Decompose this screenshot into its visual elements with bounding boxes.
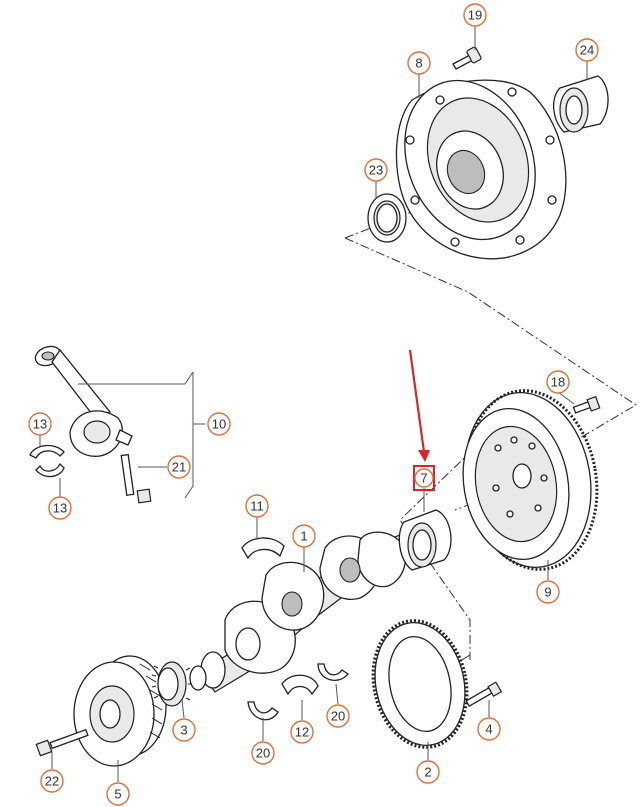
bolt-19 [452,46,482,70]
thrust-washers [247,663,349,721]
svg-text:3: 3 [180,723,187,738]
red-pointer-arrow [408,349,430,462]
svg-text:5: 5 [114,787,121,802]
leader-lines [39,26,588,782]
conrod-bolt-21 [120,453,152,504]
flywheel-bolt-18 [572,395,601,414]
callout-13-bottom[interactable]: 13 [48,496,72,520]
needle-bearing-24 [553,75,609,133]
svg-text:19: 19 [468,8,482,23]
vibration-damper-pulley [73,655,167,767]
callout-9[interactable]: 9 [536,580,560,604]
callout-2[interactable]: 2 [416,760,440,784]
flywheel [462,389,599,571]
pulley-bolt-22 [35,728,89,757]
svg-text:11: 11 [250,499,264,514]
connecting-rod [34,345,133,457]
svg-text:23: 23 [369,163,383,178]
callout-24[interactable]: 24 [575,38,599,62]
callout-12[interactable]: 12 [290,720,314,744]
callout-8[interactable]: 8 [407,51,431,75]
seal-ring-23 [367,193,407,243]
svg-text:1: 1 [300,529,307,544]
main-bearing-shell-11 [241,537,285,560]
callout-19[interactable]: 19 [463,3,487,27]
callout-7-highlighted[interactable]: 7 [413,465,435,491]
svg-text:9: 9 [544,585,551,600]
callout-18[interactable]: 18 [546,370,570,394]
callout-10[interactable]: 10 [207,412,231,436]
callout-21[interactable]: 21 [167,455,191,479]
svg-text:8: 8 [415,56,422,71]
bearing-shells-13 [29,444,65,478]
group-bracket-10 [78,371,205,499]
svg-text:24: 24 [580,43,594,58]
callout-23[interactable]: 23 [364,158,388,182]
svg-text:4: 4 [485,722,492,737]
needle-bearing-7 [398,509,452,571]
svg-text:13: 13 [53,501,67,516]
callout-11[interactable]: 11 [245,494,269,518]
svg-text:22: 22 [45,774,59,789]
crankshaft [189,531,407,693]
svg-text:10: 10 [212,417,226,432]
crank-sprocket-3 [151,661,192,707]
svg-text:2: 2 [424,765,431,780]
callout-3[interactable]: 3 [172,718,196,742]
svg-text:20: 20 [331,709,345,724]
callout-5[interactable]: 5 [106,782,130,806]
callout-4[interactable]: 4 [477,717,501,741]
svg-text:7: 7 [420,471,427,486]
bolt-4 [465,681,503,707]
callout-20-left[interactable]: 20 [251,741,275,765]
svg-text:21: 21 [172,460,186,475]
svg-text:18: 18 [551,375,565,390]
svg-text:12: 12 [295,725,309,740]
callout-1[interactable]: 1 [292,524,316,548]
ring-gear-2 [371,619,469,749]
callout-22[interactable]: 22 [40,769,64,793]
svg-text:13: 13 [33,417,47,432]
svg-text:20: 20 [256,746,270,761]
callout-20-right[interactable]: 20 [326,704,350,728]
drive-plate [395,79,567,260]
callout-13-top[interactable]: 13 [28,412,52,436]
